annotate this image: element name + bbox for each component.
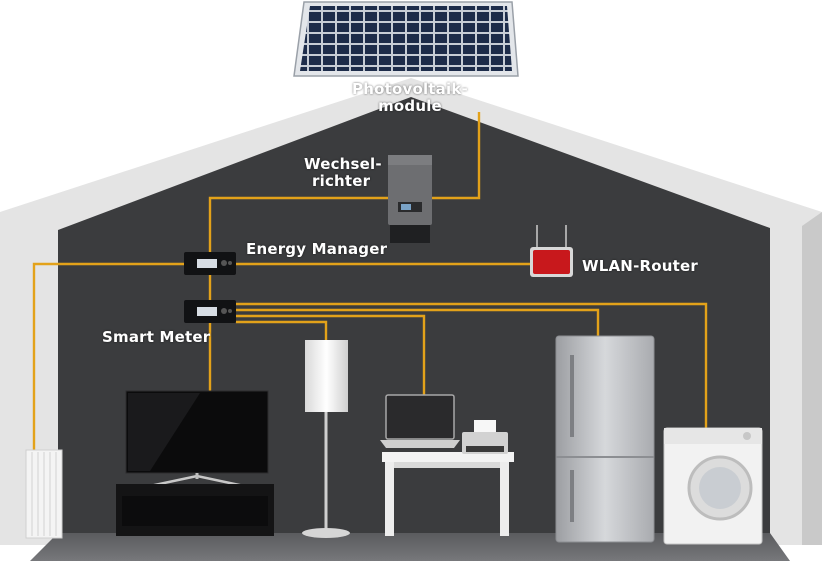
energy-manager-device (184, 252, 236, 275)
cable-em-left (32, 262, 184, 452)
desk (382, 452, 514, 536)
tv-stand (116, 484, 274, 536)
refrigerator (555, 335, 655, 543)
label-inverter-line1: Wechsel- (304, 155, 382, 173)
solar-panel (293, 1, 519, 77)
printer (462, 420, 508, 454)
cable-meter-washer (236, 302, 708, 428)
label-inverter-line2: richter (312, 172, 371, 190)
cable-pv-inverter (432, 112, 481, 200)
inverter (388, 155, 432, 243)
cable-meter-lamp (236, 320, 328, 340)
cable-inverter-em (208, 196, 390, 252)
label-wechselrichter: Wechsel- richter (304, 156, 382, 190)
laptop (380, 394, 460, 448)
washing-machine (663, 427, 763, 545)
label-energy-manager: Energy Manager (246, 240, 388, 258)
cable-meter-laptop (236, 314, 426, 395)
label-photovoltaik-module: Photovoltaik- module (345, 81, 475, 115)
floor-lamp (302, 340, 350, 538)
wlan-router-device (530, 225, 573, 277)
television (125, 390, 269, 488)
house-shell-shadow (802, 212, 822, 545)
label-pv-line2: module (378, 97, 442, 115)
cable-network (32, 112, 708, 452)
label-smart-meter: Smart Meter (102, 328, 211, 346)
label-pv-line1: Photovoltaik- (352, 80, 468, 98)
smart-meter-device (184, 300, 236, 323)
cable-meter-fridge (236, 308, 600, 336)
radiator (25, 449, 63, 539)
label-wlan-router: WLAN-Router (582, 257, 698, 275)
